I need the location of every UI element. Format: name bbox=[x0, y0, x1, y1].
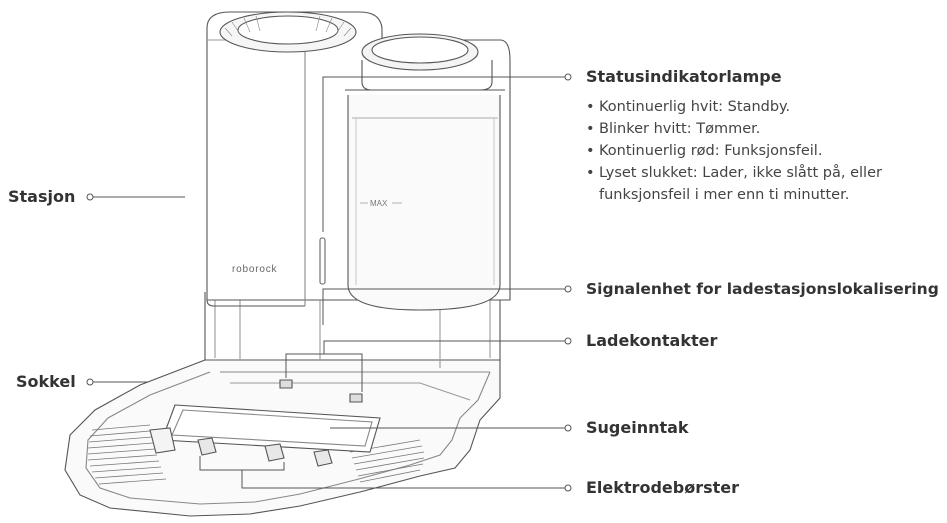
label-statusindikator: Statusindikatorlampe bbox=[586, 67, 782, 86]
status-item-continuation: funksjonsfeil i mer enn ti minutter. bbox=[599, 187, 850, 203]
status-item: Blinker hvitt: Tømmer. bbox=[586, 118, 882, 140]
label-sugeinntak: Sugeinntak bbox=[586, 418, 689, 437]
leader-lines bbox=[86, 73, 572, 492]
label-sokkel: Sokkel bbox=[16, 372, 76, 391]
base-illustration bbox=[64, 292, 501, 517]
status-item: Kontinuerlig rød: Funksjonsfeil. bbox=[586, 140, 882, 162]
max-marking: MAX bbox=[370, 199, 388, 208]
status-item: Kontinuerlig hvit: Standby. bbox=[586, 96, 882, 118]
status-list: Kontinuerlig hvit: Standby. Blinker hvit… bbox=[586, 96, 882, 206]
label-stasjon: Stasjon bbox=[8, 187, 76, 206]
status-item: Lyset slukket: Lader, ikke slått på, ell… bbox=[586, 162, 882, 184]
label-elektrodeborster: Elektrodebørster bbox=[586, 478, 739, 497]
label-signalenhet: Signalenhet for ladestasjonslokalisering bbox=[586, 280, 939, 298]
brand-text: roborock bbox=[232, 264, 278, 275]
label-ladekontakter: Ladekontakter bbox=[586, 331, 718, 350]
station-illustration bbox=[206, 11, 511, 360]
